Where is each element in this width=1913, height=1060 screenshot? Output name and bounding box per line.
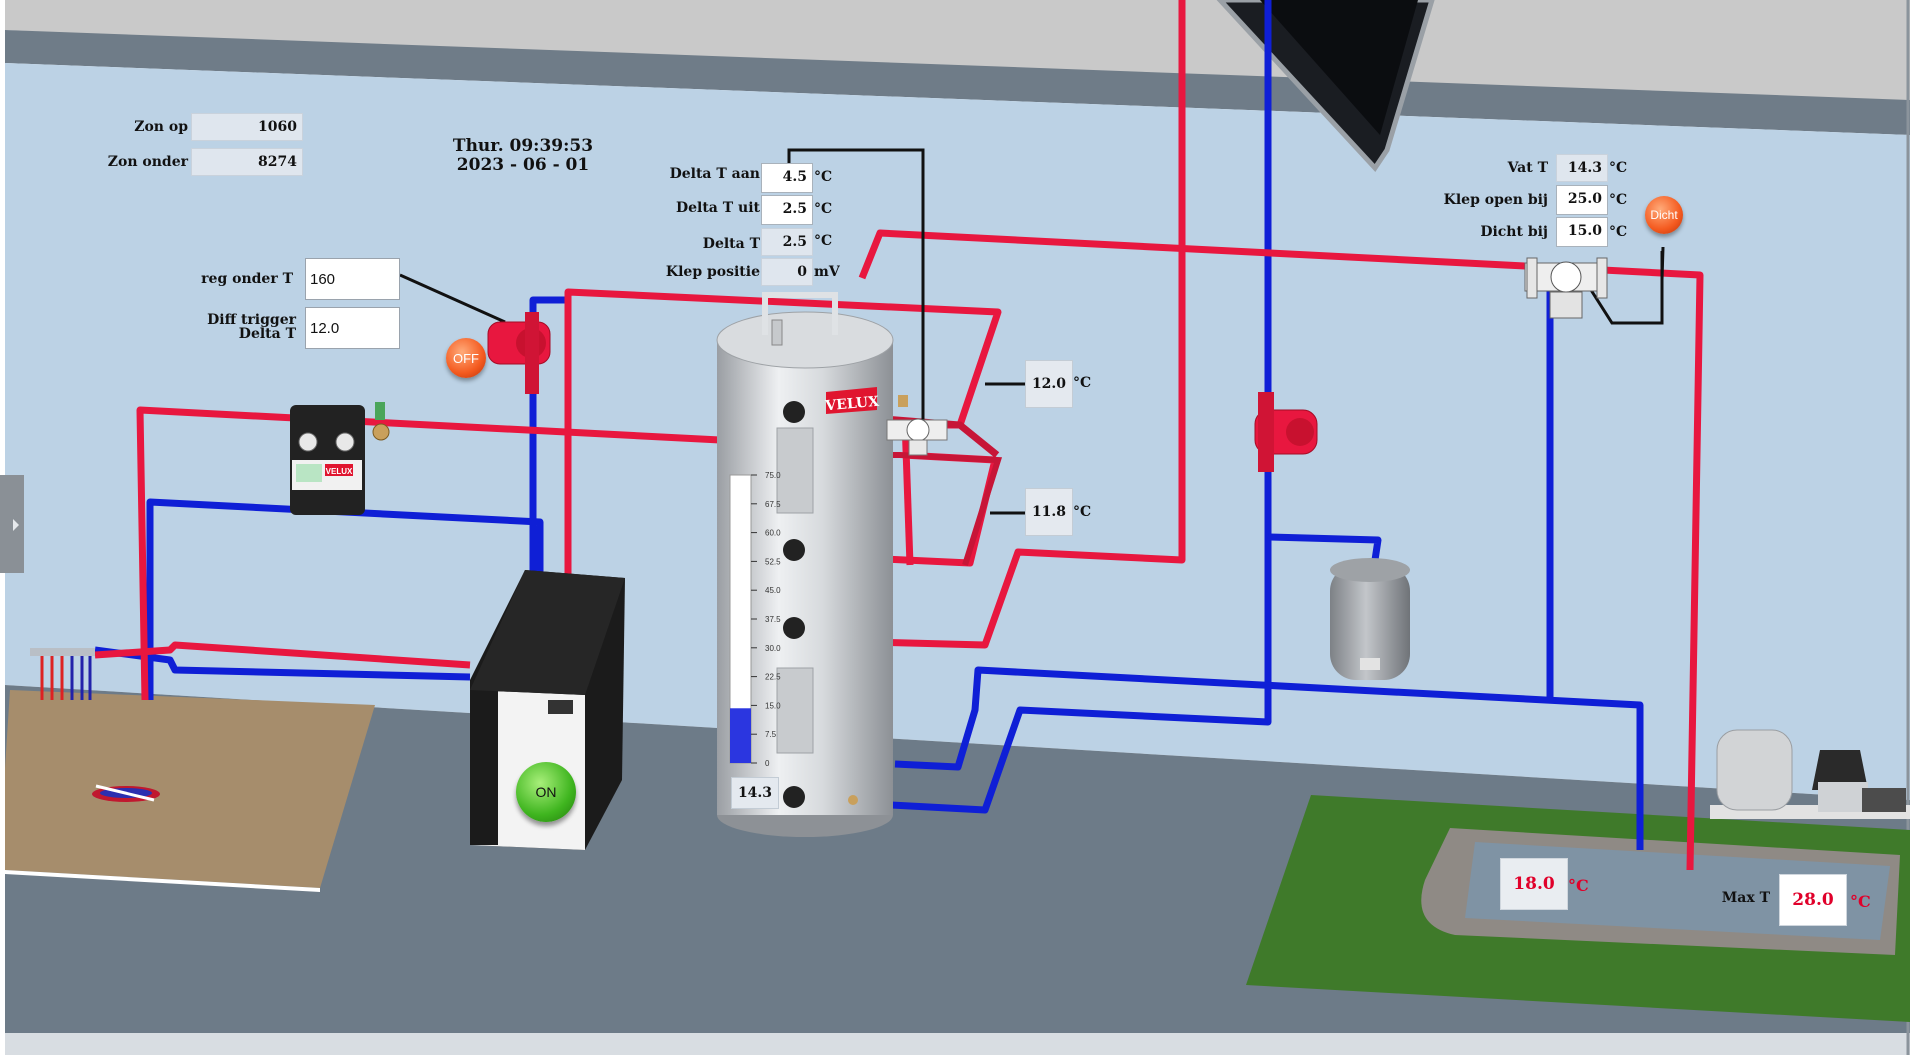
gauge-tick-label: 7.5 — [765, 730, 777, 739]
gauge-tick-label: 0 — [765, 759, 770, 768]
pool-sand-filter — [1710, 729, 1910, 819]
valve-open-value[interactable]: 25.0 — [1556, 185, 1608, 215]
vat-temp-label: Vat T — [1507, 160, 1548, 176]
valve-closed-unit: °C — [1609, 224, 1628, 240]
sunrise-value: 1060 — [191, 113, 303, 141]
valve-open-unit: °C — [1609, 192, 1628, 208]
diff-trigger-label-line2: Delta T — [238, 326, 296, 342]
gauge-tick-label: 15.0 — [765, 701, 781, 710]
delta-on-label: Delta T aan — [669, 166, 760, 182]
gauge-tick-label: 52.5 — [765, 557, 781, 566]
sunset-label: Zon onder — [107, 154, 188, 170]
clock-date: 2023 - 06 - 01 — [456, 155, 590, 175]
tank-temperature: 14.3 — [731, 777, 779, 809]
delta-on-unit: °C — [814, 169, 833, 185]
tank-level-fill — [730, 708, 751, 763]
tank-level-gauge: 75.0 67.5 60.0 52.5 45.0 37.5 30.0 22.5 15.0 7.5 0 — [729, 471, 781, 768]
wall-top-beam — [5, 30, 1910, 135]
collector-sensor-upper-unit: °C — [1073, 375, 1092, 391]
collector-sensor-upper: 12.0 — [1025, 360, 1073, 408]
valve-position-label: Klep positie — [665, 264, 760, 280]
sunrise-label: Zon op — [134, 119, 188, 135]
storage-tank: VELUX — [716, 292, 894, 837]
expand-arrow-icon[interactable] — [13, 519, 19, 531]
delta-unit: °C — [814, 233, 833, 249]
floor-edge — [5, 1033, 1910, 1055]
delta-label: Delta T — [702, 236, 760, 252]
gauge-tick-label: 22.5 — [765, 673, 781, 682]
collector-sensor-lower: 11.8 — [1025, 488, 1073, 536]
valve-state-button[interactable]: Dicht — [1645, 196, 1683, 234]
gauge-tick-label: 45.0 — [765, 586, 781, 595]
gauge-tick-label: 30.0 — [765, 644, 781, 653]
floor-heating-area — [5, 690, 375, 888]
pump-off-label: OFF — [453, 350, 479, 366]
pool-temperature-unit: °C — [1568, 876, 1589, 895]
back-wall — [5, 63, 1910, 800]
pump-off-button[interactable]: OFF — [446, 338, 486, 378]
floor-heating-logo — [92, 784, 160, 802]
valve-open-label: Klep open bij — [1443, 192, 1548, 208]
valve-state-label: Dicht — [1650, 208, 1678, 222]
boiler-on-label: ON — [535, 784, 557, 800]
solar-collector-glass — [1260, 0, 1418, 135]
pool-max-temp-label: Max T — [1721, 890, 1770, 906]
boiler — [470, 570, 625, 850]
pool-max-temp-value[interactable]: 28.0 — [1779, 874, 1847, 926]
delta-value: 2.5 — [761, 228, 813, 256]
side-panel-tab[interactable] — [0, 475, 24, 573]
valve-closed-value[interactable]: 15.0 — [1556, 217, 1608, 247]
pool-max-temp-unit: °C — [1850, 892, 1871, 911]
pool-temperature: 18.0 — [1500, 858, 1568, 910]
floor-heating-edge — [5, 870, 320, 892]
delta-off-label: Delta T uit — [675, 200, 760, 216]
controller-brand: VELUX — [326, 467, 353, 476]
cold-pipes — [94, 0, 1644, 850]
valve-position-unit: mV — [814, 264, 840, 280]
diff-trigger-input[interactable] — [305, 307, 400, 349]
expansion-vessel — [1330, 558, 1410, 680]
vat-temp-unit: °C — [1609, 160, 1628, 176]
collector-sensor-lower-unit: °C — [1073, 504, 1092, 520]
tank-three-way-valve — [886, 395, 948, 456]
tank-brand: VELUX — [824, 394, 880, 415]
delta-off-unit: °C — [814, 201, 833, 217]
diff-trigger-label-line1: Diff trigger — [207, 312, 296, 328]
valve-position-value: 0 — [761, 258, 813, 286]
gauge-tick-label: 60.0 — [765, 529, 781, 538]
floor-heating-manifold — [30, 648, 95, 700]
control-wires — [399, 148, 1665, 515]
delta-on-value[interactable]: 4.5 — [761, 163, 813, 193]
delta-off-value[interactable]: 2.5 — [761, 195, 813, 225]
vat-temp-value: 14.3 — [1556, 154, 1608, 182]
boiler-on-button[interactable]: ON — [516, 762, 576, 822]
gauge-tick-label: 67.5 — [765, 500, 781, 509]
solar-pump-station: VELUX — [290, 402, 390, 515]
sunset-value: 8274 — [191, 148, 303, 176]
gauge-tick-label: 75.0 — [765, 471, 781, 480]
valve-closed-label: Dicht bij — [1480, 224, 1548, 240]
pool-three-way-valve — [1524, 257, 1608, 319]
hot-pipes — [94, 0, 1704, 871]
reg-under-temp-label: reg onder T — [201, 271, 293, 287]
clock-time: Thur. 09:39:53 — [452, 136, 594, 156]
circulation-pump-right — [1254, 392, 1318, 472]
gauge-tick-label: 37.5 — [765, 615, 781, 624]
circulation-pump-left — [487, 312, 551, 394]
reg-under-temp-input[interactable] — [305, 258, 400, 300]
